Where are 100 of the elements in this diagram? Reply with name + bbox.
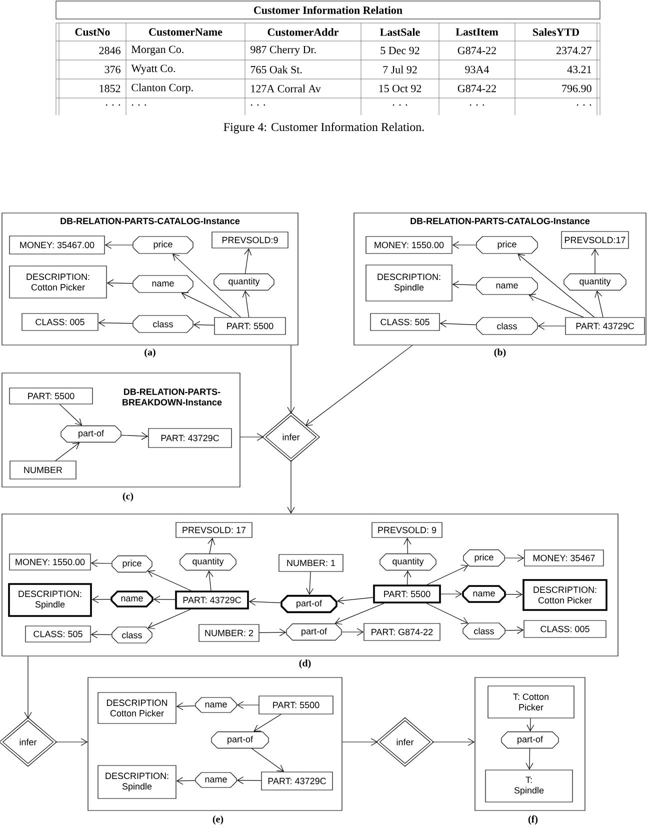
table-cell: 2374.27 <box>556 46 592 54</box>
arrow <box>594 290 604 318</box>
arrow <box>526 748 534 770</box>
arrow <box>252 748 284 772</box>
concept-box: MONEY: 1550.00 <box>9 554 91 570</box>
arrow <box>148 570 192 591</box>
table-cell: . . . <box>470 104 484 106</box>
table-cell: 376 <box>104 66 120 74</box>
panel-label: (c) <box>122 492 134 502</box>
concept-box: PART: 5500 <box>9 388 93 404</box>
relation-octagon: class <box>132 315 194 333</box>
arrow <box>55 738 88 746</box>
panel-heading: DB-RELATION-PARTS-BREAKDOWN-Instance <box>122 388 222 406</box>
concept-box: DESCRIPTION: Spindle <box>366 264 452 302</box>
arrow <box>440 320 476 328</box>
concept-box: CLASS: 005 <box>22 313 98 331</box>
relation-octagon: name <box>132 275 194 293</box>
arrow <box>236 701 259 709</box>
arrow <box>506 590 523 598</box>
table-cell: 5 Dec 92 <box>380 46 420 54</box>
table-cell: . . . <box>106 104 120 106</box>
arrow <box>248 598 281 606</box>
arrow <box>254 714 282 732</box>
table-title: Customer Information Relation <box>56 0 600 20</box>
arrow <box>59 404 82 426</box>
concept-box: T: Spindle <box>485 770 573 802</box>
arrow <box>426 603 468 624</box>
concept-box: NUMBER: 2 <box>198 624 260 642</box>
panel-heading: DB-RELATION-PARTS-CATALOG-Instance <box>60 218 240 224</box>
arrow <box>426 564 468 585</box>
arrow <box>306 572 314 595</box>
table-cell: . . . <box>576 104 592 106</box>
relation-octagon: price <box>132 236 194 254</box>
table-cell: . . . <box>250 104 266 106</box>
concept-box: CLASS: 505 <box>370 313 440 331</box>
table-cell: 43.21 <box>567 66 592 74</box>
column-header: CustomerName <box>149 28 222 36</box>
arrow <box>104 241 133 249</box>
column-header: LastItem <box>456 28 498 36</box>
column-header: SalesYTD <box>533 28 579 36</box>
arrow <box>193 321 214 329</box>
arrow <box>24 656 32 719</box>
relation-octagon: class <box>476 317 538 335</box>
concept-box: MONEY: 35467 <box>524 550 604 566</box>
table-cell: 93A4 <box>465 66 490 74</box>
concept-box: PART: 43729C <box>148 428 232 448</box>
arrow <box>206 570 214 591</box>
concept-box: T: Cotton Picker <box>488 686 574 718</box>
table-cell: G874-22 <box>458 84 496 92</box>
relation-octagon: part-of <box>501 732 559 748</box>
table-cell: . . . <box>132 104 146 106</box>
arrow <box>153 596 176 604</box>
concept-box: DESCRIPTION: Spindle <box>98 765 176 799</box>
table-cell: 987 Cherry Dr. <box>250 46 316 56</box>
concept-box: PREVSOLD:9 <box>212 232 288 248</box>
arrow <box>287 460 295 514</box>
relation-octagon: quantity <box>564 274 626 290</box>
relation-octagon: name <box>195 772 237 788</box>
concept-box: PART: 5500 <box>258 696 334 714</box>
table-cell: Wyatt Co. <box>131 64 176 74</box>
arrow <box>404 538 412 554</box>
concept-box: PREVSOLD:17 <box>561 231 629 249</box>
arrow <box>518 254 595 318</box>
arrow <box>236 776 262 784</box>
table-cell: 15 Oct 92 <box>379 84 422 92</box>
table-cell: 765 Oak St. <box>250 66 302 74</box>
table-cell: Morgan Co. <box>132 46 184 56</box>
panel-label: (b) <box>494 348 506 358</box>
relation-octagon: class <box>112 626 152 644</box>
arrow <box>432 738 475 746</box>
concept-box: PART: 5500 <box>373 584 441 604</box>
concept-box: PART: G874-22 <box>364 623 440 641</box>
arrow <box>90 559 112 567</box>
table-cell: G874-22 <box>458 46 496 54</box>
arrow <box>98 319 133 327</box>
panel-label: (d) <box>299 659 311 669</box>
concept-box: MONEY: 35467.00 <box>9 236 105 254</box>
arrow <box>305 345 413 426</box>
arrow <box>259 628 286 636</box>
arrow <box>504 554 524 562</box>
arrow <box>505 626 524 634</box>
arrow <box>90 630 112 638</box>
concept-box: PART: 43729C <box>565 317 645 335</box>
panel-label: (a) <box>144 348 156 358</box>
arrow <box>337 596 374 604</box>
concept-box: CLASS: 505 <box>25 626 91 642</box>
panel-heading: DB-RELATION-PARTS-CATALOG-Instance <box>410 218 590 224</box>
concept-box: MONEY: 1550.00 <box>366 236 452 254</box>
relation-octagon: price <box>463 550 505 566</box>
arrow <box>452 241 476 249</box>
arrow <box>342 628 364 636</box>
relation-octagon: part-of <box>280 594 338 614</box>
arrow <box>242 290 250 318</box>
panel-label: (e) <box>212 815 224 825</box>
relation-octagon: name <box>110 590 154 608</box>
column-header: CustNo <box>75 28 110 36</box>
relation-octagon: quantity <box>380 554 436 570</box>
relation-octagon: quantity <box>180 554 236 570</box>
arrow <box>176 777 196 785</box>
relation-octagon: part-of <box>211 732 269 748</box>
